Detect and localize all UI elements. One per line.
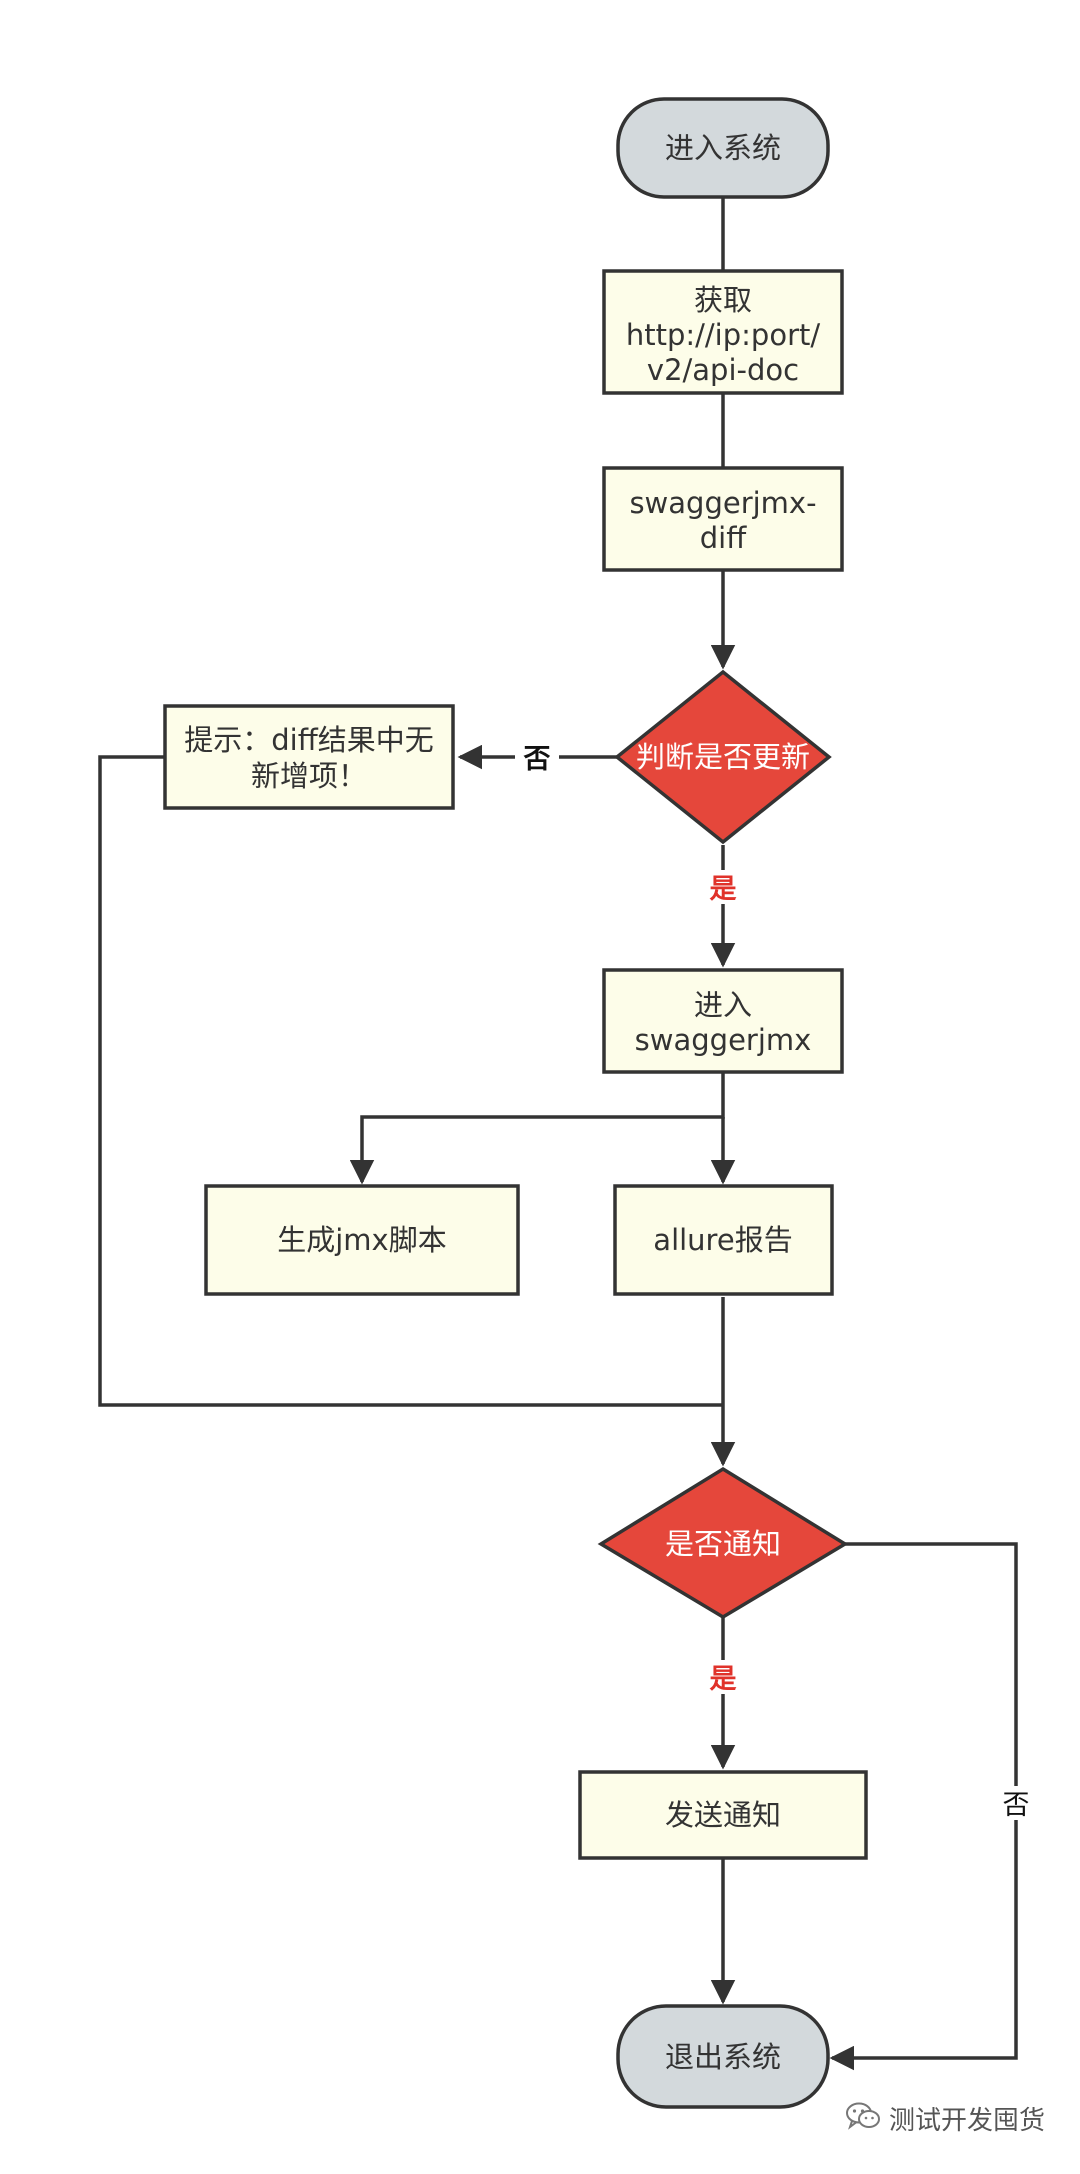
node-start: 进入系统 (616, 97, 830, 199)
node-diff-line-1: swaggerjmx- (629, 486, 816, 520)
node-send-label: 发送通知 (665, 1798, 781, 1832)
node-check-update-label: 判断是否更新 (636, 740, 810, 774)
connectors (98, 197, 1018, 2071)
node-allure-label: allure报告 (653, 1223, 792, 1257)
edge-notice-loop (98, 755, 723, 1407)
node-exit: 退出系统 (616, 2004, 830, 2109)
node-notice: 提示：diff结果中无 新增项！ (163, 704, 455, 810)
label-notify-no: 否 (1003, 1790, 1030, 1821)
node-enter: 进入 swaggerjmx (602, 968, 844, 1074)
node-notice-line-2: 新增项！ (251, 759, 367, 793)
edge-labels: 否 是 是 否 (515, 740, 1038, 1821)
node-fetch-line-3: v2/api-doc (647, 353, 799, 387)
node-allure: allure报告 (613, 1184, 834, 1296)
wechat-icon (845, 2101, 881, 2135)
label-update-yes: 是 (710, 874, 737, 905)
node-notice-line-1: 提示：diff结果中无 (184, 723, 433, 757)
node-enter-line-2: swaggerjmx (635, 1023, 812, 1057)
node-check-notify: 是否通知 (597, 1466, 849, 1620)
node-check-notify-label: 是否通知 (665, 1527, 781, 1561)
node-send: 发送通知 (578, 1770, 868, 1860)
edge-enter-genjmx (349, 1072, 725, 1185)
watermark-text: 测试开发囤货 (889, 2105, 1046, 2136)
node-gen-jmx: 生成jmx脚本 (204, 1184, 520, 1296)
node-exit-label: 退出系统 (665, 2040, 781, 2074)
node-check-update: 判断是否更新 (614, 669, 832, 845)
watermark: 测试开发囤货 (845, 2098, 1045, 2138)
label-notify-yes: 是 (710, 1664, 737, 1695)
node-fetch-line-2: http://ip:port/ (626, 318, 821, 352)
node-fetch-line-1: 获取 (694, 283, 752, 317)
node-start-label: 进入系统 (665, 131, 781, 165)
node-enter-line-1: 进入 (694, 988, 752, 1022)
label-update-no: 否 (524, 744, 551, 775)
node-diff: swaggerjmx- diff (602, 466, 844, 572)
node-diff-line-2: diff (700, 521, 747, 555)
node-fetch: 获取 http://ip:port/ v2/api-doc (602, 269, 844, 395)
node-gen-jmx-label: 生成jmx脚本 (277, 1223, 446, 1257)
